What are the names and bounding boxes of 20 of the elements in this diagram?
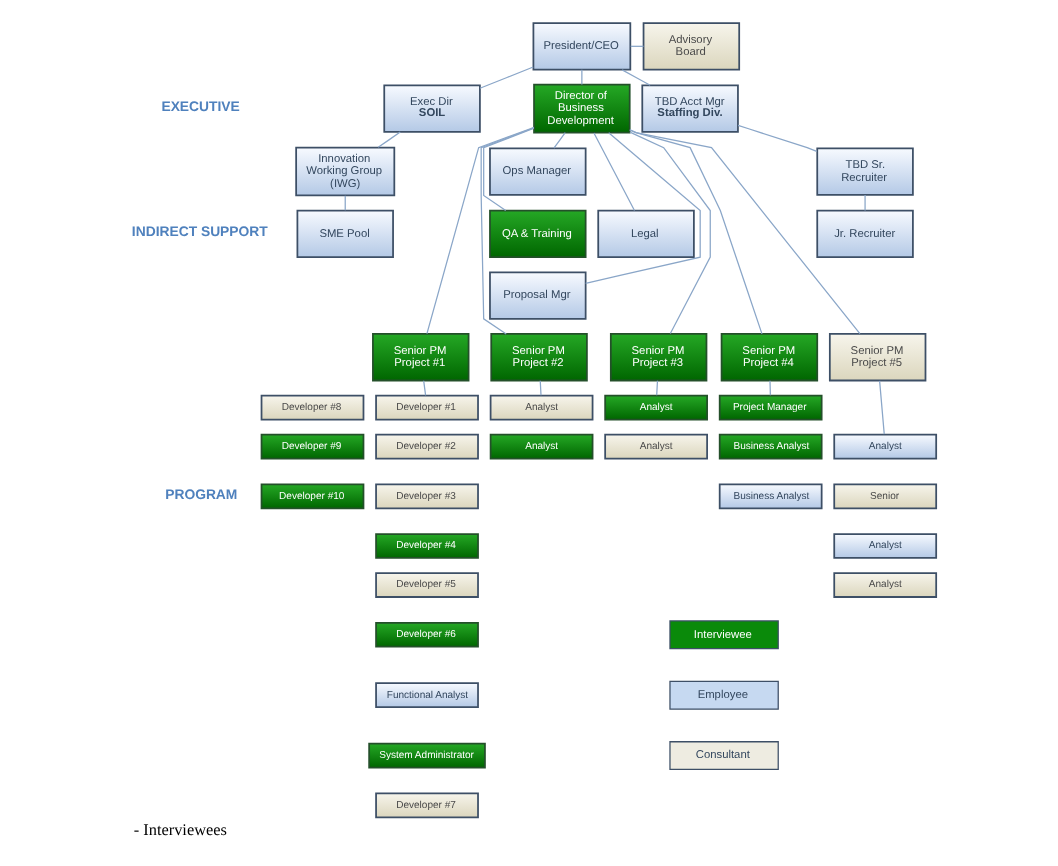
connector bbox=[423, 379, 427, 395]
connector bbox=[737, 123, 818, 151]
connector bbox=[480, 126, 535, 334]
connector bbox=[479, 65, 534, 88]
connector bbox=[621, 68, 651, 85]
connector bbox=[593, 131, 636, 211]
connector bbox=[585, 131, 701, 283]
connector bbox=[581, 68, 583, 85]
connector bbox=[629, 128, 763, 334]
connector bbox=[864, 193, 866, 211]
connector bbox=[629, 128, 861, 334]
connector bbox=[377, 130, 401, 147]
connector bbox=[629, 130, 711, 334]
connector bbox=[656, 379, 659, 395]
connector bbox=[539, 379, 542, 395]
connector bbox=[769, 379, 771, 395]
connector bbox=[426, 125, 535, 334]
connector bbox=[553, 131, 566, 148]
connector bbox=[483, 126, 535, 211]
connector bbox=[879, 379, 885, 434]
